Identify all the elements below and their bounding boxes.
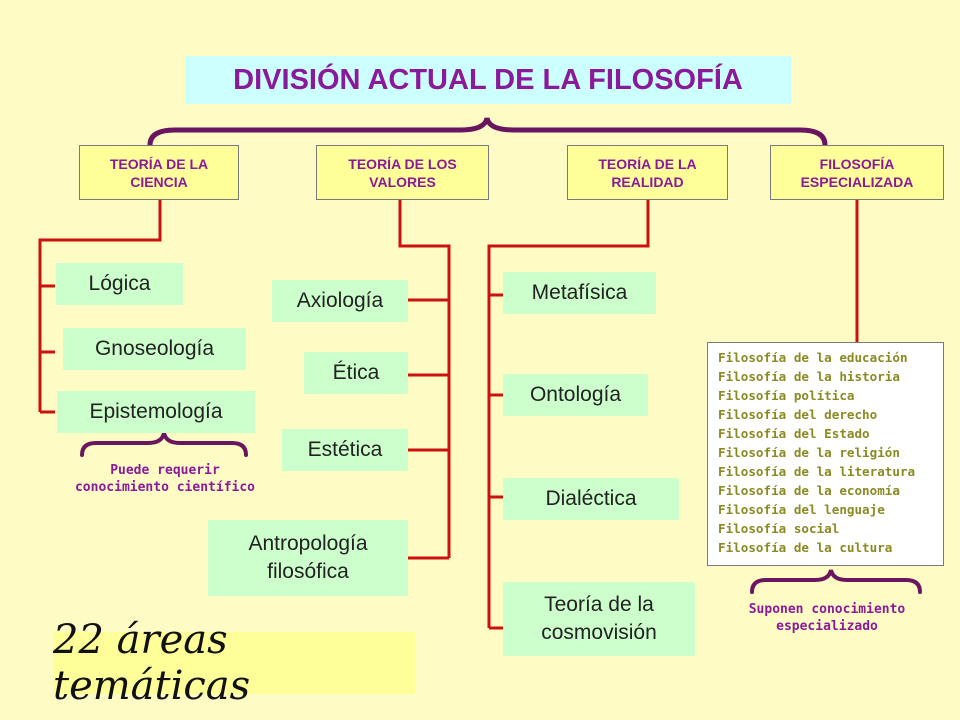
item-line: cosmovisión	[541, 621, 657, 644]
category-label: VALORES	[369, 173, 436, 190]
note-line: especializado	[776, 619, 878, 634]
list-item: Filosofía de la literatura	[718, 464, 916, 479]
note-line: Suponen conocimiento	[748, 602, 906, 617]
category-label: TEORÍA DE LA	[598, 155, 697, 172]
top-brace	[147, 117, 828, 148]
category-label: ESPECIALIZADA	[800, 173, 914, 190]
ciencia-note: Puede requerir conocimiento científico	[45, 462, 285, 496]
item-estetica: Estética	[282, 429, 408, 471]
category-label: TEORÍA DE LA	[109, 155, 209, 172]
category-label: REALIDAD	[611, 173, 684, 190]
especializada-list: Filosofía de la educación Filosofía de l…	[707, 342, 944, 566]
especializada-note: Suponen conocimiento especializado	[712, 601, 942, 635]
item-ontologia: Ontología	[503, 374, 648, 416]
realidad-connector	[487, 200, 650, 630]
list-item: Filosofía del lenguaje	[718, 502, 885, 517]
item-gnoseologia: Gnoseología	[63, 328, 246, 370]
list-item: Filosofía de la historia	[718, 369, 900, 384]
list-item: Filosofía social	[718, 521, 840, 536]
item-etica: Ética	[304, 352, 408, 394]
note-line: conocimiento científico	[74, 480, 255, 495]
item-line: Antropología	[248, 532, 368, 555]
item-line: filosófica	[267, 560, 349, 583]
note-line: Puede requerir	[110, 463, 220, 478]
item-antropologia-filosofica: Antropología filosófica	[208, 520, 408, 596]
item-dialectica: Dialéctica	[503, 478, 679, 520]
total-areas-label: 22 áreas temáticas	[53, 617, 415, 709]
item-metafisica: Metafísica	[503, 272, 656, 314]
ciencia-brace	[80, 432, 248, 457]
category-label: CIENCIA	[130, 173, 188, 190]
category-label: TEORÍA DE LOS	[348, 155, 457, 172]
list-item: Filosofía de la religión	[718, 445, 900, 460]
list-item: Filosofía del Estado	[718, 426, 870, 441]
page-title: DIVISIÓN ACTUAL DE LA FILOSOFÍA	[185, 56, 791, 104]
valores-connector	[398, 200, 451, 560]
category-label: FILOSOFÍA	[819, 155, 895, 172]
item-teoria-cosmovision: Teoría de la cosmovisión	[503, 582, 695, 656]
list-item: Filosofía del derecho	[718, 407, 878, 422]
list-item: Filosofía de la economía	[718, 483, 900, 498]
list-item: Filosofía política	[718, 388, 855, 403]
item-line: Teoría de la	[544, 593, 654, 616]
list-item: Filosofía de la cultura	[718, 540, 893, 555]
ciencia-connector	[38, 200, 162, 414]
item-epistemologia: Epistemología	[57, 391, 255, 433]
list-item: Filosofía de la educación	[718, 350, 908, 365]
item-logica: Lógica	[56, 263, 183, 305]
especializada-brace	[750, 569, 922, 594]
item-axiologia: Axiología	[272, 280, 408, 322]
